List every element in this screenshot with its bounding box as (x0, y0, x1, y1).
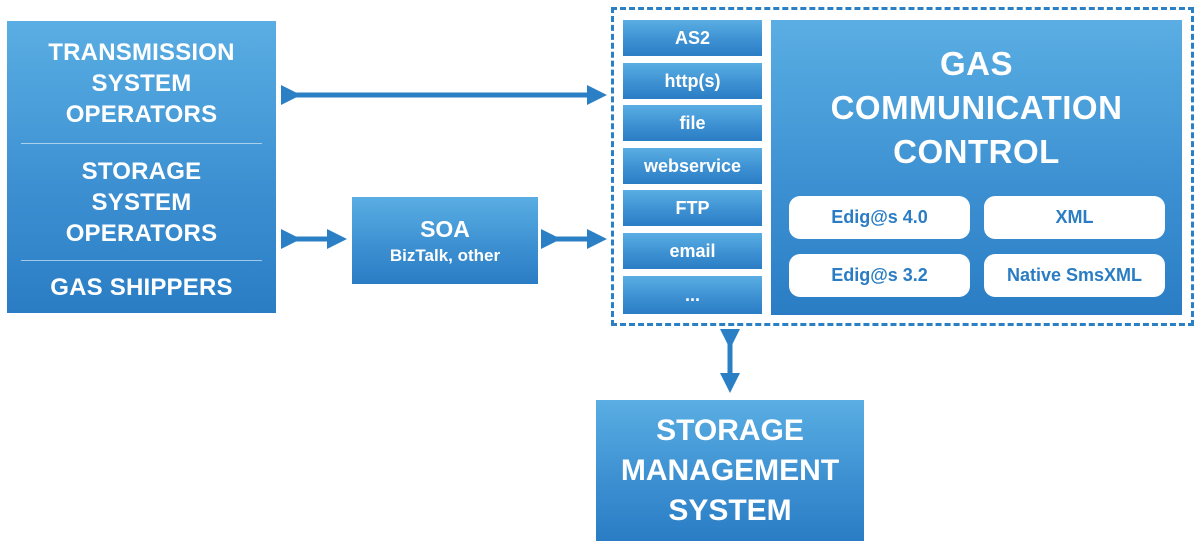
transmission-operators-label: TRANSMISSION SYSTEM OPERATORS (7, 21, 276, 143)
protocol-ftp: FTP (623, 190, 762, 226)
operators-divider-2 (21, 260, 262, 261)
sms-line-2: MANAGEMENT (620, 453, 840, 487)
protocol-email: email (623, 233, 762, 269)
transmission-line-3: OPERATORS (65, 100, 218, 128)
sms-line-3: SYSTEM (668, 493, 792, 527)
soa-subtitle: BizTalk, other (389, 245, 501, 265)
storage-management-system-box: STORAGE MANAGEMENT SYSTEM (596, 400, 864, 541)
format-native-smsxml: Native SmsXML (984, 254, 1165, 297)
storage-line-1: STORAGE (81, 157, 202, 185)
format-edigas-3: Edig@s 3.2 (789, 254, 970, 297)
protocol-webservice: webservice (623, 148, 762, 184)
format-xml: XML (984, 196, 1165, 239)
storage-operators-label: STORAGE SYSTEM OPERATORS (7, 144, 276, 260)
soa-box: SOA BizTalk, other (352, 197, 538, 284)
format-edigas-4: Edig@s 4.0 (789, 196, 970, 239)
protocol-file: file (623, 105, 762, 141)
transmission-line-2: SYSTEM (91, 69, 192, 97)
soa-title: SOA (420, 215, 470, 242)
storage-line-3: OPERATORS (65, 219, 218, 247)
gas-shippers-label: GAS SHIPPERS (50, 273, 233, 301)
sms-line-1: STORAGE (656, 413, 804, 447)
protocol-as2: AS2 (623, 20, 762, 56)
system-container (611, 7, 1194, 326)
storage-line-2: SYSTEM (91, 188, 192, 216)
operators-divider-1 (21, 143, 262, 144)
protocol-https: http(s) (623, 63, 762, 99)
gcc-title: GAS COMMUNICATION CONTROL (830, 45, 1123, 170)
transmission-line-1: TRANSMISSION (48, 38, 235, 66)
protocol-more: ... (623, 276, 762, 314)
operators-box: TRANSMISSION SYSTEM OPERATORS STORAGE SY… (7, 21, 276, 313)
